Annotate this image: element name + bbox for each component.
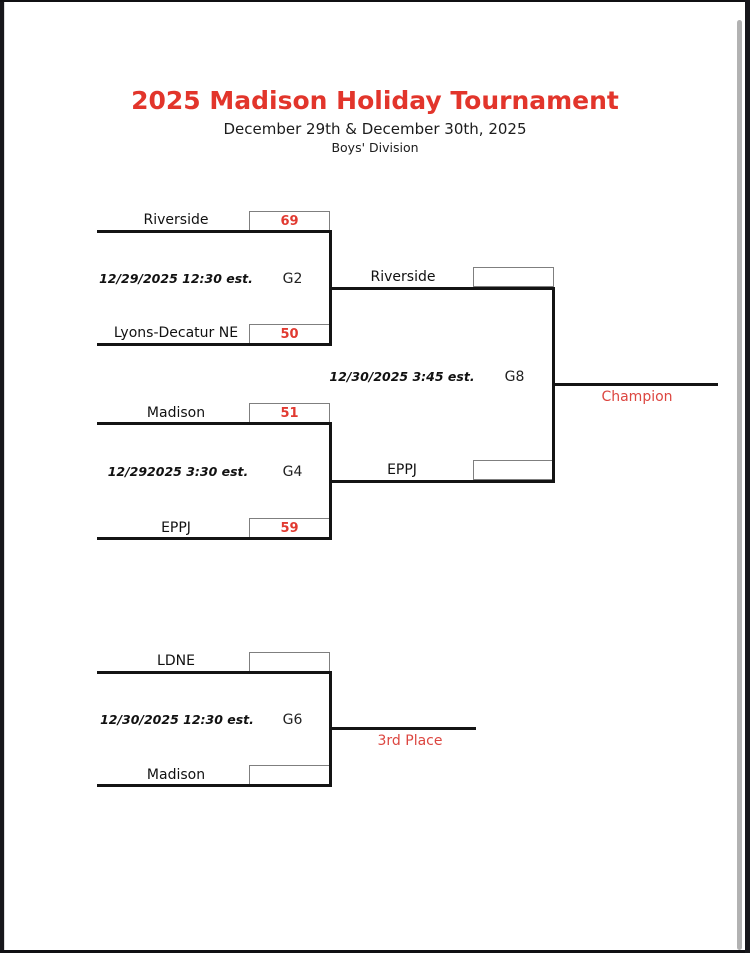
score-box: 59: [249, 518, 330, 538]
score-box: 69: [249, 211, 330, 231]
advancing-team-name: Riverside: [370, 269, 436, 285]
page-title: 2025 Madison Holiday Tournament: [131, 86, 619, 115]
game-label: G4: [282, 464, 303, 480]
team-name: Madison: [146, 767, 206, 783]
window-border-top: [0, 0, 750, 2]
champion-label: Champion: [601, 389, 673, 405]
third-place-line: [329, 727, 476, 730]
game-schedule: 12/30/2025 3:45 est.: [329, 369, 475, 384]
game-label: G8: [504, 369, 525, 385]
match-line: [329, 287, 555, 290]
window-border-left: [0, 0, 4, 953]
match-line: [97, 784, 330, 787]
team-name: Madison: [146, 405, 206, 421]
score-box: 51: [249, 403, 330, 423]
match-line: [97, 422, 330, 425]
team-name: Riverside: [143, 212, 209, 228]
score-box: [249, 652, 330, 672]
team-name: EPPJ: [161, 520, 191, 536]
score-box: [249, 765, 330, 785]
match-line: [97, 671, 330, 674]
champion-line: [552, 383, 718, 386]
game-schedule: 12/30/2025 12:30 est.: [100, 712, 254, 727]
page-subtitle: December 29th & December 30th, 2025: [223, 120, 527, 138]
third-place-label: 3rd Place: [377, 733, 443, 749]
advancing-team-name: EPPJ: [387, 462, 417, 478]
score-box: [473, 460, 554, 480]
division-label: Boys' Division: [331, 140, 419, 155]
vertical-scrollbar-thumb[interactable]: [737, 20, 742, 950]
team-name: LDNE: [157, 653, 195, 669]
window-border-right: [745, 0, 750, 953]
match-line: [97, 343, 330, 346]
match-line: [97, 537, 330, 540]
team-name: Lyons-Decatur NE: [113, 325, 239, 341]
game-label: G2: [282, 271, 303, 287]
match-line: [329, 480, 555, 483]
game-schedule: 12/29/2025 12:30 est.: [99, 271, 253, 286]
game-schedule: 12/292025 3:30 est.: [107, 464, 249, 479]
window-border-bottom: [0, 950, 750, 953]
page-edge-highlight: [4, 0, 5, 953]
score-box: 50: [249, 324, 330, 344]
score-box: [473, 267, 554, 287]
game-label: G6: [282, 712, 303, 728]
match-line: [97, 230, 330, 233]
